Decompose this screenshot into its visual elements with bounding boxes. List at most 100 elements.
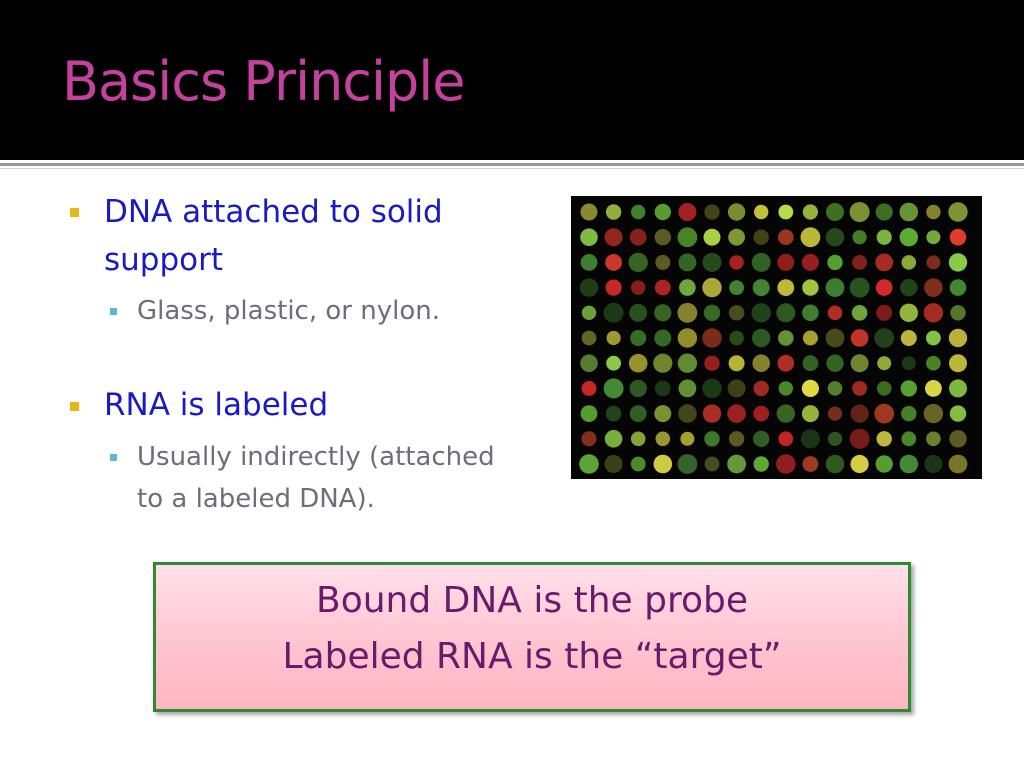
microarray-spot: [901, 356, 916, 371]
microarray-spot: [802, 304, 819, 322]
microarray-spot: [631, 280, 646, 295]
microarray-spot: [875, 203, 893, 221]
microarray-spot: [703, 304, 721, 321]
microarray-spot: [949, 228, 967, 246]
microarray-spot: [852, 230, 867, 245]
microarray-spot: [949, 405, 967, 422]
microarray-spot: [704, 431, 720, 447]
microarray-spot: [850, 404, 869, 423]
microarray-spot: [900, 330, 917, 346]
microarray-spot: [654, 380, 671, 397]
bullet-marker-square-icon: [70, 402, 79, 411]
microarray-spot: [580, 354, 598, 372]
microarray-spot: [776, 303, 796, 323]
microarray-spot: [679, 279, 696, 296]
header-divider-thin: [0, 168, 1024, 169]
microarray-spot: [827, 254, 843, 271]
microarray-spot: [827, 431, 843, 446]
microarray-spot: [800, 429, 820, 449]
microarray-spot: [605, 204, 622, 220]
microarray-spot: [849, 428, 870, 449]
microarray-spot: [579, 454, 599, 474]
microarray-spot: [654, 405, 672, 423]
microarray-spot: [629, 405, 647, 422]
microarray-spot: [654, 329, 672, 347]
microarray-spot: [727, 404, 746, 423]
microarray-spot: [753, 456, 769, 472]
microarray-spot: [604, 228, 623, 247]
microarray-spot: [925, 380, 942, 397]
bullet-line: support: [104, 242, 224, 278]
microarray-spot: [926, 230, 941, 245]
microarray-spots: [579, 202, 968, 474]
callout-line-probe: Bound DNA is the probe: [316, 580, 748, 621]
microarray-spot: [628, 252, 648, 273]
microarray-spot: [876, 431, 892, 447]
microarray-spot: [606, 330, 621, 346]
microarray-spot: [702, 277, 722, 298]
bullet-line: DNA attached to solid: [104, 194, 443, 230]
microarray-spot: [874, 328, 895, 348]
microarray-spot: [875, 253, 894, 272]
microarray-spot: [926, 204, 941, 220]
microarray-spot: [949, 354, 967, 373]
microarray-spot: [752, 328, 771, 348]
microarray-spot: [850, 454, 869, 474]
microarray-spot: [924, 454, 943, 474]
microarray-spot: [604, 430, 623, 448]
microarray-spot: [778, 330, 794, 346]
microarray-spot: [630, 330, 647, 346]
callout-box: Bound DNA is the probe Labeled RNA is th…: [153, 562, 911, 712]
sub-bullet-item-materials: Glass, plastic, or nylon.: [137, 296, 440, 326]
microarray-spot: [899, 454, 919, 474]
bullet-item-dna: DNA attached to solid support: [104, 188, 524, 284]
microarray-spot: [825, 454, 845, 474]
microarray-spot: [702, 328, 722, 348]
microarray-spot: [727, 203, 746, 221]
microarray-spot: [849, 277, 870, 298]
microarray-spot: [702, 252, 722, 272]
microarray-spot: [603, 378, 624, 399]
microarray-spot: [752, 354, 770, 372]
microarray-spot: [580, 254, 598, 271]
microarray-spot: [777, 354, 795, 372]
microarray-spot: [875, 455, 893, 473]
sub-bullet-marker-square-icon: [110, 454, 117, 461]
microarray-spot: [948, 454, 968, 474]
microarray-spot: [727, 454, 746, 474]
microarray-spot: [852, 381, 867, 396]
sub-bullet-item-indirect: Usually indirectly (attached to a labele…: [137, 436, 537, 520]
microarray-spot: [580, 203, 598, 221]
microarray-spot: [850, 354, 869, 373]
microarray-spot: [926, 255, 941, 270]
header-divider: [0, 163, 1024, 166]
microarray-spot: [729, 330, 744, 346]
microarray-spot: [826, 203, 844, 221]
microarray-spot: [581, 431, 597, 447]
microarray-spot: [926, 330, 941, 346]
microarray-spot: [949, 430, 967, 448]
microarray-spot: [899, 303, 918, 322]
microarray-spot: [581, 330, 597, 346]
microarray-spot: [631, 204, 646, 220]
callout-line-target: Labeled RNA is the “target”: [282, 636, 782, 677]
microarray-spot: [948, 328, 968, 348]
microarray-spot: [948, 202, 968, 222]
microarray-spot: [850, 329, 869, 347]
microarray-spot: [802, 355, 819, 372]
microarray-spot: [875, 279, 893, 296]
microarray-spot: [778, 381, 793, 396]
microarray-spot: [654, 279, 671, 296]
microarray-spot: [728, 431, 745, 447]
microarray-spot: [802, 204, 818, 220]
microarray-spot: [827, 381, 843, 396]
microarray-spot: [851, 305, 868, 321]
microarray-spot: [654, 304, 672, 322]
microarray-spot: [801, 379, 819, 397]
microarray-spot: [654, 229, 671, 246]
microarray-spot: [604, 455, 623, 473]
microarray-spot: [678, 253, 697, 272]
microarray-spot: [877, 356, 892, 371]
microarray-spot: [605, 279, 622, 296]
microarray-spot: [678, 404, 697, 423]
